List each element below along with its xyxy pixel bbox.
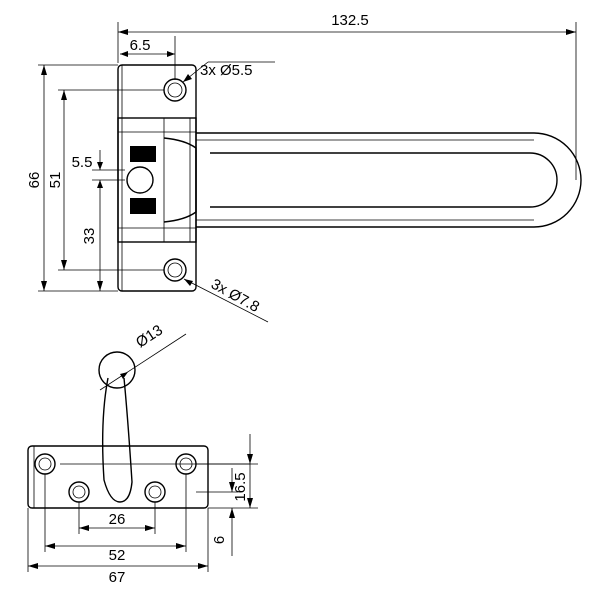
dim-plate-height-text: 66 — [26, 172, 43, 189]
knob-ball — [98, 351, 136, 389]
hinge-housing — [117, 117, 197, 243]
bracket-hole-4 — [144, 481, 166, 503]
dimension-inner-hole-spacing: 26 — [78, 502, 156, 534]
dimension-plate-height: 66 — [26, 64, 118, 292]
swing-bar-outer — [196, 132, 582, 228]
dim-inner-hole-spacing-text: 26 — [109, 511, 126, 528]
dimension-overall-length: 132.5 — [117, 12, 577, 180]
dim-center-offset-text: 5.5 — [72, 154, 93, 171]
bracket-hole-3 — [68, 481, 90, 503]
dim-outer-hole-spacing-text: 52 — [109, 547, 126, 564]
center-hole — [126, 166, 154, 194]
dim-hole-spacing-text: 51 — [47, 172, 64, 189]
leader-top-holes: 3x Ø5.5 — [182, 61, 275, 83]
dim-plate-length-text: 67 — [109, 569, 126, 586]
dimension-hole-spacing: 51 — [47, 89, 164, 271]
hinge-knuckle — [163, 137, 197, 223]
dimension-outer-hole-spacing: 52 — [44, 474, 187, 564]
top-view — [117, 64, 582, 292]
dimension-plate-length: 67 — [27, 508, 209, 586]
dimension-bracket-offset: 6 — [196, 468, 238, 556]
bracket-hole-1 — [34, 453, 56, 475]
dimension-hole-offset: 6.5 — [120, 36, 176, 80]
hinge-pin-upper — [130, 146, 156, 162]
mounting-hole-top — [163, 78, 187, 102]
dimension-lower-offset: 33 — [81, 196, 103, 291]
dim-bracket-offset-text: 6 — [211, 536, 228, 544]
leader-knob-diameter: Ø13 — [99, 322, 187, 391]
swing-bar-inner — [210, 152, 558, 208]
side-view — [27, 351, 250, 509]
mounting-hole-bottom — [163, 258, 187, 282]
bracket-plate-outline — [27, 445, 209, 509]
dim-top-holes-text: 3x Ø5.5 — [200, 62, 253, 79]
dim-knob-diameter-text: Ø13 — [133, 322, 166, 352]
dim-bracket-height-text: 16.5 — [232, 472, 249, 501]
dim-hole-offset-text: 6.5 — [130, 37, 151, 54]
base-plate-outline — [117, 64, 197, 292]
dimension-center-offset: 5.5 — [72, 150, 125, 196]
dimension-bracket-height: 16.5 — [196, 434, 258, 509]
dim-overall-length-text: 132.5 — [331, 12, 369, 29]
hinge-pin-lower — [130, 198, 156, 214]
dim-lower-offset-text: 33 — [81, 228, 98, 245]
knob-stem — [101, 377, 133, 503]
